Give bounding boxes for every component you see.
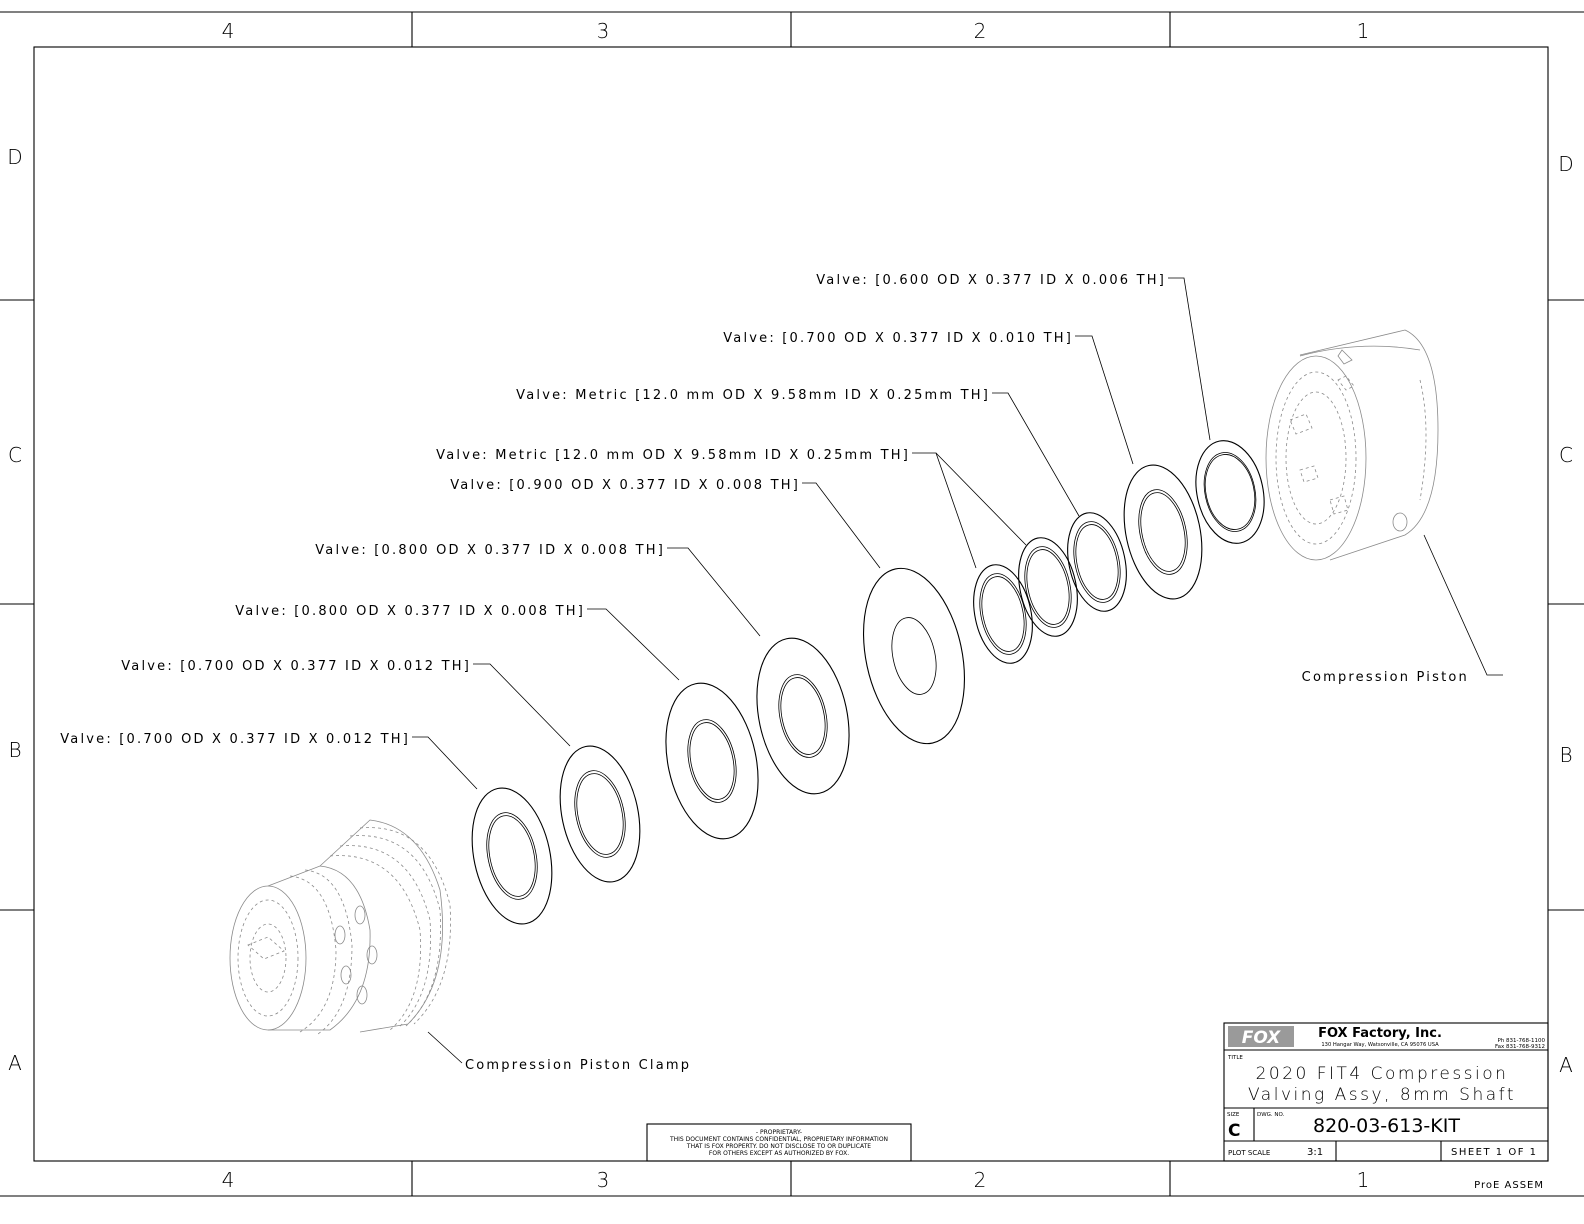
proprietary-line-1: - PROPRIETARY- [756,1129,802,1136]
company-fax: Fax 831-768-9312 [1495,1044,1545,1050]
shim-1 [1195,440,1265,544]
compression-piston [1265,329,1439,561]
zone-col-2-bottom: 2 [974,1168,987,1192]
zone-col-1-bottom: 1 [1357,1168,1370,1192]
company-phone: Ph 831-768-1100 [1497,1038,1545,1044]
zone-col-4-top: 4 [222,19,235,43]
proprietary-notice: - PROPRIETARY- THIS DOCUMENT CONTAINS CO… [646,1123,912,1162]
valve-shims [471,440,1265,925]
size-label: SIZE [1227,1112,1240,1118]
callout-valve-3: Valve: Metric [12.0 mm OD X 9.58mm ID X … [516,388,990,403]
callout-valve-2: Valve: [0.700 OD X 0.377 ID X 0.010 TH] [723,331,1073,346]
company-name: FOX Factory, Inc. [1318,1026,1442,1041]
proprietary-line-4: FOR OTHERS EXCEPT AS AUTHORIZED BY FOX. [709,1150,849,1157]
shim-10 [471,787,553,925]
zone-labels: 4 3 2 1 4 3 2 1 D C B A D C B A [7,19,1573,1192]
title-line-2: Valving Assy, 8mm Shaft [1248,1085,1516,1105]
compression-piston-clamp [229,819,451,1035]
company-address: 130 Hangar Way, Watsonville, CA 95076 US… [1321,1042,1439,1048]
callout-valve-7: Valve: [0.800 OD X 0.377 ID X 0.008 TH] [235,604,585,619]
zone-row-d-left: D [7,145,22,169]
size-value: C [1228,1121,1240,1141]
sheet-number: SHEET 1 OF 1 [1451,1147,1538,1158]
zone-col-1-top: 1 [1357,19,1370,43]
zone-col-4-bottom: 4 [222,1168,235,1192]
proprietary-line-2: THIS DOCUMENT CONTAINS CONFIDENTIAL, PRO… [669,1136,888,1143]
callout-valve-6: Valve: [0.800 OD X 0.377 ID X 0.008 TH] [315,543,665,558]
title-label: TITLE [1227,1055,1243,1061]
dwg-no-label: DWG. NO. [1257,1112,1285,1118]
title-line-1: 2020 FIT4 Compression [1256,1064,1509,1084]
callout-compression-piston-clamp: Compression Piston Clamp [465,1058,691,1073]
shim-8 [665,682,759,840]
callout-valve-5: Valve: [0.900 OD X 0.377 ID X 0.008 TH] [450,478,800,493]
zone-row-a-right: A [1559,1053,1573,1077]
callout-valve-8: Valve: [0.700 OD X 0.377 ID X 0.012 TH] [121,659,471,674]
leader-lines [412,277,1503,1064]
shim-4 [1018,537,1078,637]
callout-valve-1: Valve: [0.600 OD X 0.377 ID X 0.006 TH] [816,273,1166,288]
zone-row-c-right: C [1559,443,1573,467]
callout-compression-piston: Compression Piston [1302,670,1469,685]
fox-logo-text: FOX [1242,1028,1281,1048]
callout-valve-4: Valve: Metric [12.0 mm OD X 9.58mm ID X … [436,448,910,463]
plot-scale-label: PLOT SCALE [1228,1149,1270,1157]
shim-6 [862,567,966,745]
shim-5 [973,564,1033,664]
zone-col-2-top: 2 [974,19,987,43]
zone-row-c-left: C [8,443,22,467]
fox-logo: FOX [1228,1026,1294,1048]
zone-col-3-top: 3 [597,19,610,43]
zone-row-b-right: B [1559,743,1572,767]
zone-row-b-left: B [8,738,21,762]
shim-9 [559,745,641,883]
proe-assem: ProE ASSEM [1474,1180,1544,1191]
plot-scale-value: 3:1 [1307,1147,1323,1158]
shim-7 [756,637,850,795]
shim-2 [1123,464,1203,600]
dwg-no-value: 820-03-613-KIT [1313,1115,1460,1137]
shim-3 [1067,512,1127,612]
zone-col-3-bottom: 3 [597,1168,610,1192]
title-block: FOX FOX Factory, Inc. 130 Hangar Way, Wa… [1223,1022,1549,1191]
callout-valve-9: Valve: [0.700 OD X 0.377 ID X 0.012 TH] [60,732,410,747]
proprietary-line-3: THAT IS FOX PROPERTY. DO NOT DISCLOSE TO… [686,1143,871,1150]
zone-row-d-right: D [1558,152,1573,176]
callouts: Valve: [0.600 OD X 0.377 ID X 0.006 TH] … [60,273,1469,1073]
zone-row-a-left: A [8,1051,22,1075]
